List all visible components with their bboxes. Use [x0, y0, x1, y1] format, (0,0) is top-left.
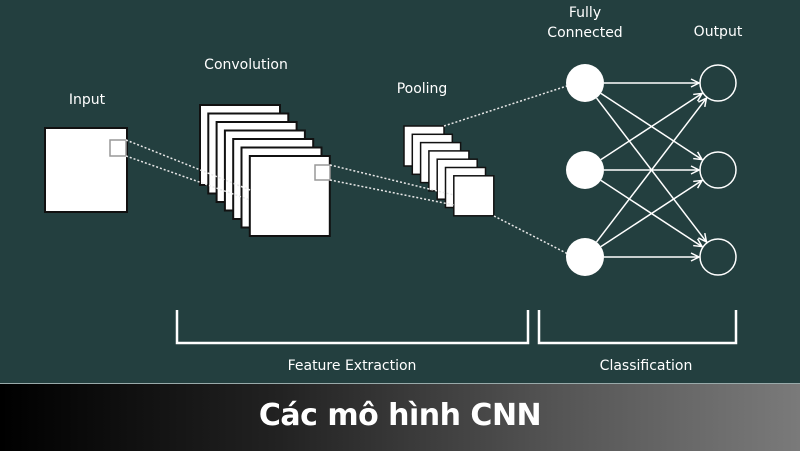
convolution-feature-maps: [199, 104, 331, 237]
input-kernel-window: [109, 139, 127, 157]
banner-title: Các mô hình CNN: [258, 398, 542, 433]
connection-arrow: [600, 180, 702, 248]
fc-neuron: [566, 151, 604, 189]
fully-connected-label-line1: Fully: [568, 5, 602, 21]
output-neuron: [699, 151, 737, 189]
title-banner: Các mô hình CNN: [0, 383, 800, 451]
bracket-classification: [537, 310, 738, 345]
bracket-feature-extraction: [175, 310, 530, 345]
output-neuron: [699, 64, 737, 102]
pooling-feature-maps: [403, 125, 495, 217]
connection-arrow: [600, 93, 702, 161]
input-label: Input: [68, 92, 106, 108]
dotted-connections: [125, 84, 571, 256]
fully-connected-label-line2: Connected: [547, 25, 623, 41]
pooling-label: Pooling: [396, 81, 448, 97]
pooled-map: [453, 175, 495, 217]
feature-extraction-label: Feature Extraction: [287, 358, 417, 374]
output-neuron: [699, 238, 737, 276]
fc-neuron: [566, 64, 604, 102]
conv-kernel-window: [314, 164, 331, 181]
classification-label: Classification: [599, 358, 693, 374]
connection-arrow: [595, 98, 707, 243]
convolution-label: Convolution: [204, 57, 288, 73]
neurons: [566, 64, 737, 276]
cnn-diagram: [44, 64, 738, 345]
fc-connections: [595, 83, 707, 257]
fc-neuron: [566, 238, 604, 276]
output-label: Output: [693, 24, 743, 40]
